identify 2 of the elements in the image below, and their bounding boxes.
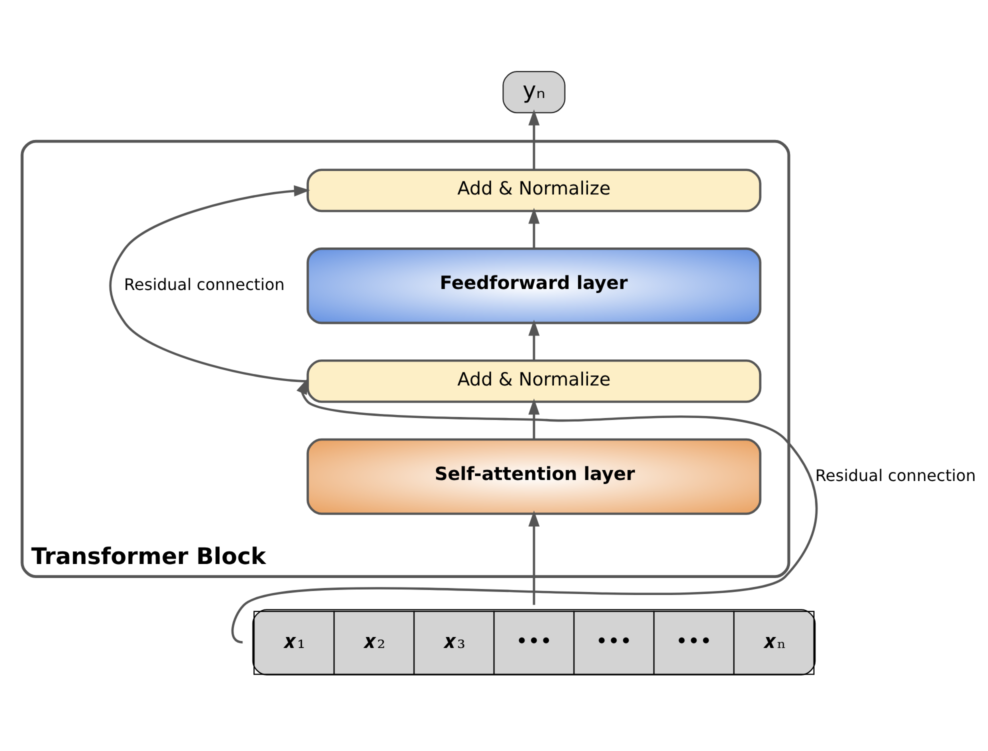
edge-label: Residual connection [124,275,285,294]
edge-label: Residual connection [815,466,976,485]
